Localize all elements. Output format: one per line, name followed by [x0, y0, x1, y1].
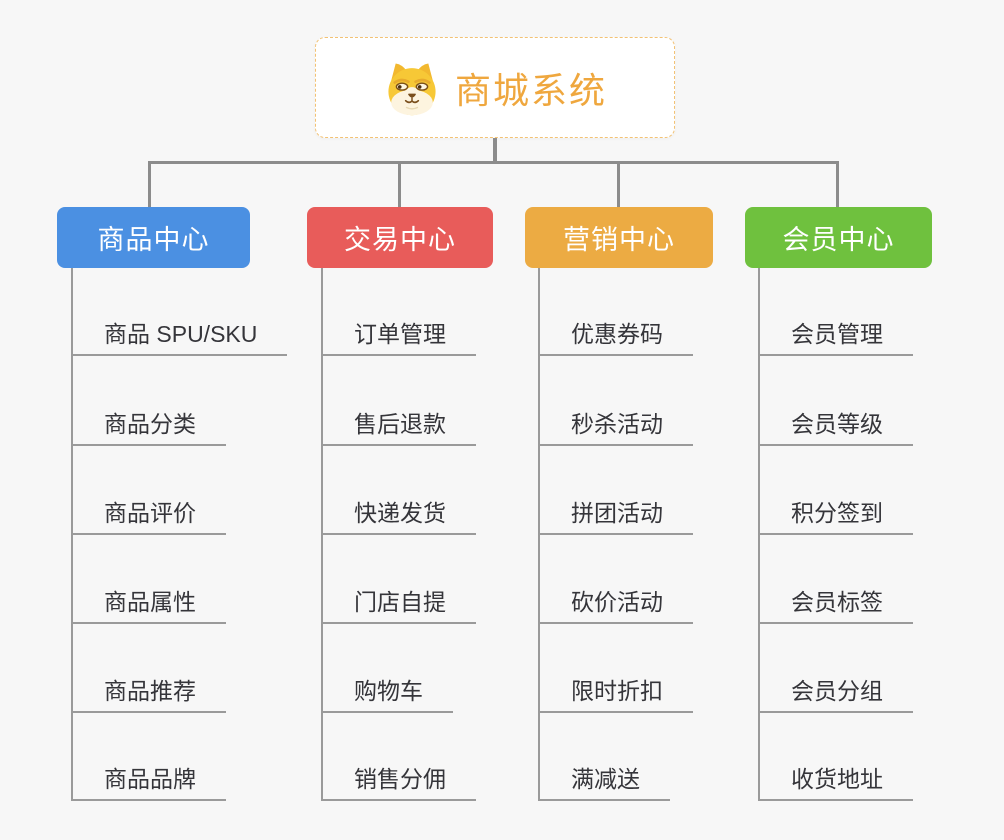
branch-node-marketing-center[interactable]: 营销中心 — [525, 207, 713, 268]
connector-drop-line — [836, 161, 839, 207]
connector-horizontal-bar — [148, 161, 839, 164]
root-topic-node[interactable]: 商城系统 — [315, 37, 675, 138]
subtopic-node[interactable]: 商品推荐 — [71, 676, 226, 713]
subtopic-node[interactable]: 会员管理 — [758, 319, 913, 356]
subtopic-node[interactable]: 优惠券码 — [538, 319, 693, 356]
subtopic-node[interactable]: 商品 SPU/SKU — [71, 319, 288, 356]
subtopic-node[interactable]: 满减送 — [538, 764, 670, 801]
subtopic-node[interactable]: 售后退款 — [321, 409, 476, 446]
branch-node-trade-center[interactable]: 交易中心 — [307, 207, 493, 268]
branch-node-product-center[interactable]: 商品中心 — [57, 207, 250, 268]
subtopic-node[interactable]: 砍价活动 — [538, 587, 693, 624]
connector-drop-line — [148, 161, 151, 207]
subtopic-node[interactable]: 商品属性 — [71, 587, 226, 624]
subtopic-node[interactable]: 会员分组 — [758, 676, 913, 713]
subtopic-node[interactable]: 订单管理 — [321, 319, 476, 356]
connector-drop-line — [398, 161, 401, 207]
subtopic-node[interactable]: 会员等级 — [758, 409, 913, 446]
subtopic-node[interactable]: 商品品牌 — [71, 764, 226, 801]
branch-label: 会员中心 — [782, 225, 895, 255]
subtopic-node[interactable]: 拼团活动 — [538, 498, 693, 535]
subtopic-node[interactable]: 快递发货 — [321, 498, 476, 535]
branch-node-member-center[interactable]: 会员中心 — [745, 207, 932, 268]
root-topic-label: 商城系统 — [454, 69, 607, 111]
subtopic-node[interactable]: 商品评价 — [71, 498, 226, 535]
subtopic-node[interactable]: 积分签到 — [758, 498, 913, 535]
dog-face-icon — [383, 59, 441, 117]
subtopic-node[interactable]: 收货地址 — [758, 764, 913, 801]
subtopic-node[interactable]: 销售分佣 — [321, 764, 476, 801]
branch-label: 商品中心 — [97, 225, 210, 255]
subtopic-node[interactable]: 购物车 — [321, 676, 453, 713]
subtopic-node[interactable]: 门店自提 — [321, 587, 476, 624]
subtopic-node[interactable]: 秒杀活动 — [538, 409, 693, 446]
subtopic-node[interactable]: 会员标签 — [758, 587, 913, 624]
connector-drop-line — [617, 161, 620, 207]
branch-label: 交易中心 — [344, 225, 456, 255]
branch-label: 营销中心 — [563, 225, 675, 255]
connector-root-stub — [493, 138, 497, 164]
subtopic-node[interactable]: 商品分类 — [71, 409, 226, 446]
subtopic-node[interactable]: 限时折扣 — [538, 676, 693, 713]
